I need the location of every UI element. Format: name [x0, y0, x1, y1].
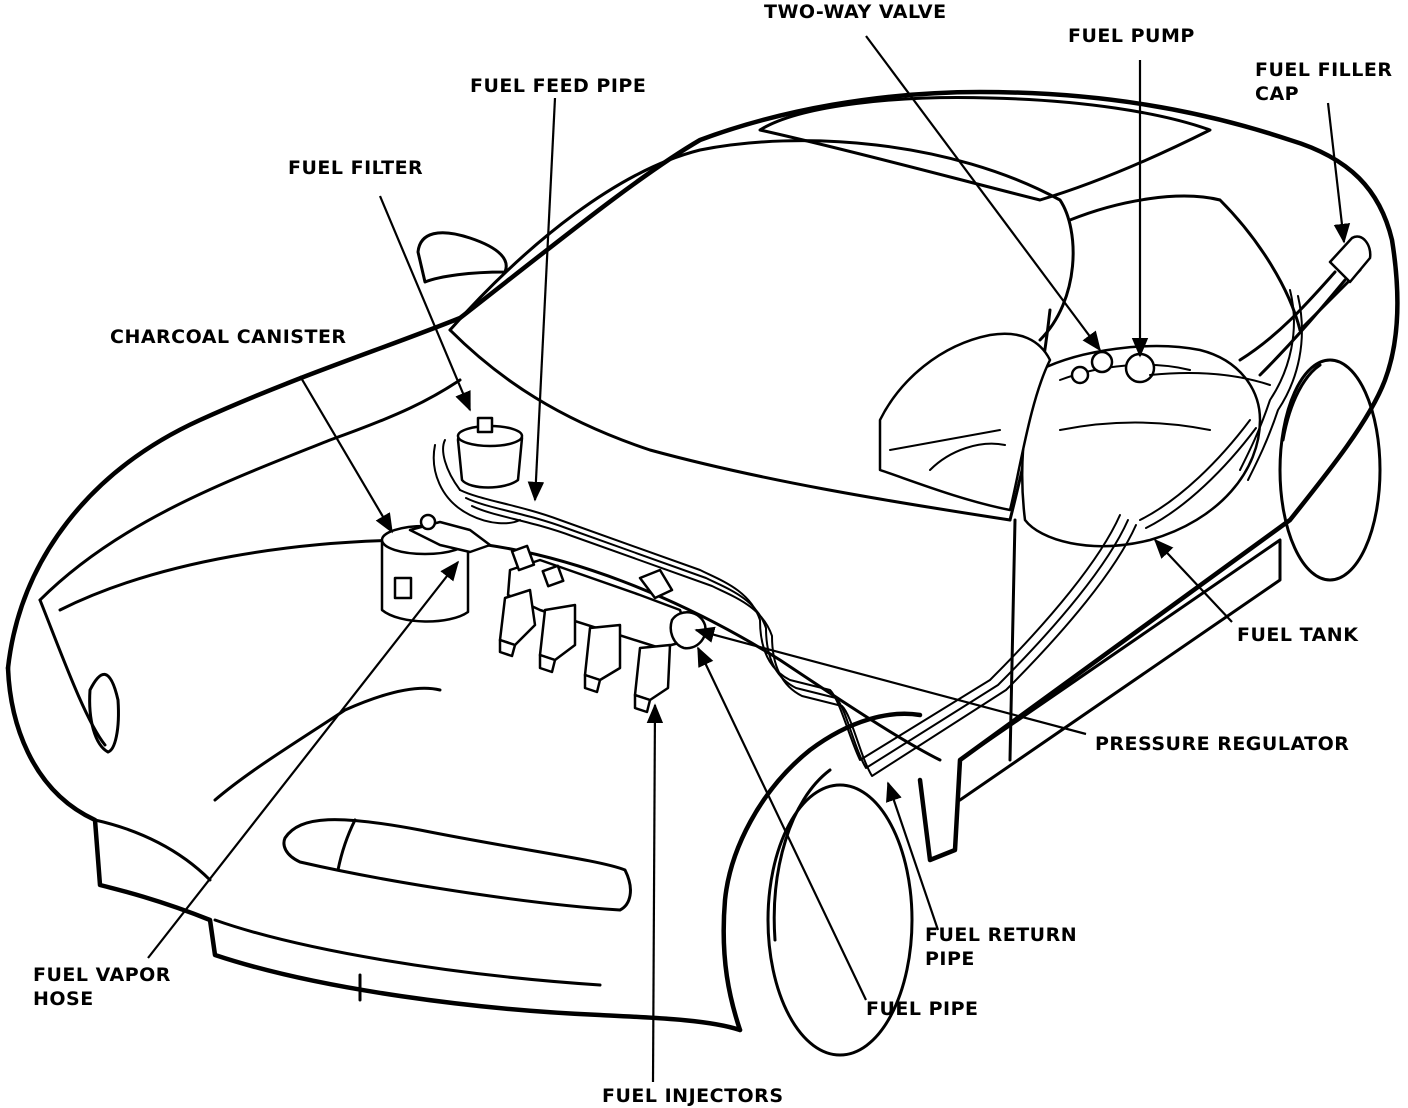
leader-pressure-regulator [694, 626, 1087, 736]
leader-fuel-injectors [646, 703, 664, 1083]
label-fuel-feed-pipe: FUEL FEED PIPE [470, 74, 646, 98]
label-charcoal-canister: CHARCOAL CANISTER [110, 325, 347, 349]
label-two-way-valve-text: TWO-WAY VALVE [764, 1, 947, 23]
label-two-way-valve: TWO-WAY VALVE [764, 0, 947, 24]
side-mirror [416, 231, 508, 284]
label-fuel-pipe-text: FUEL PIPE [866, 998, 979, 1020]
label-fuel-tank-text: FUEL TANK [1237, 624, 1359, 646]
fuel-tank-group [878, 235, 1372, 548]
sunroof [758, 95, 1212, 202]
label-fuel-vapor-hose-line1: FUEL VAPOR [33, 964, 171, 986]
leader-fuel-feed-pipe [527, 97, 557, 502]
label-fuel-vapor-hose-line2: HOSE [33, 988, 94, 1010]
leader-fuel-filler-cap [1326, 102, 1351, 244]
label-pressure-regulator: PRESSURE REGULATOR [1095, 732, 1349, 756]
label-fuel-pump: FUEL PUMP [1068, 24, 1195, 48]
front-wheel [766, 783, 914, 1057]
leader-fuel-filter [378, 195, 472, 412]
label-charcoal-canister-text: CHARCOAL CANISTER [110, 326, 347, 348]
label-fuel-pump-text: FUEL PUMP [1068, 25, 1195, 47]
rear-window [1068, 194, 1302, 332]
fuel-tank [1020, 344, 1262, 548]
label-fuel-filler-cap-line1: FUEL FILLER [1255, 59, 1393, 81]
floor-pan [878, 332, 1052, 512]
label-fuel-feed-pipe-text: FUEL FEED PIPE [470, 75, 647, 97]
label-fuel-pipe: FUEL PIPE [866, 997, 979, 1021]
leader-lines [147, 35, 1351, 1083]
fuel-injector-2 [538, 603, 577, 674]
leader-charcoal-canister [299, 375, 393, 534]
label-pressure-regulator-text: PRESSURE REGULATOR [1095, 733, 1350, 755]
fuel-injector-1 [498, 588, 537, 658]
windshield [448, 139, 1075, 342]
engine-parts [380, 416, 707, 714]
fuel-lines [432, 419, 1257, 777]
fuel-injector-4 [633, 643, 672, 714]
label-fuel-filler-cap: FUEL FILLER CAP [1255, 58, 1392, 106]
label-fuel-filter: FUEL FILTER [288, 156, 423, 180]
label-fuel-tank: FUEL TANK [1237, 623, 1358, 647]
leader-fuel-tank [1153, 538, 1233, 623]
label-fuel-return-pipe: FUEL RETURN PIPE [925, 923, 1077, 971]
label-fuel-return-pipe-line1: FUEL RETURN [925, 924, 1078, 946]
fuel-line-3 [471, 505, 1137, 777]
hood-line [38, 378, 462, 602]
leader-two-way-valve [865, 35, 1101, 352]
car-body [5, 89, 1400, 1057]
label-fuel-injectors: FUEL INJECTORS [602, 1084, 784, 1108]
label-fuel-return-pipe-line2: PIPE [925, 948, 975, 970]
label-fuel-vapor-hose: FUEL VAPOR HOSE [33, 963, 171, 1011]
rear-wheel [1278, 358, 1382, 582]
label-fuel-filler-cap-line2: CAP [1255, 83, 1300, 105]
fuel-pump [1124, 352, 1156, 384]
two-way-valve [1090, 350, 1114, 374]
fuel-filler-cap [1328, 235, 1372, 284]
leader-fuel-return-pipe [886, 781, 940, 931]
label-fuel-injectors-text: FUEL INJECTORS [602, 1085, 784, 1107]
leader-fuel-pipe [697, 646, 867, 1001]
left-headlight [88, 672, 120, 754]
leader-fuel-vapor-hose [147, 560, 460, 959]
front-bumper [5, 665, 743, 1033]
right-headlight [282, 818, 632, 912]
label-fuel-filter-text: FUEL FILTER [288, 157, 424, 179]
fuel-injector-3 [583, 623, 622, 694]
